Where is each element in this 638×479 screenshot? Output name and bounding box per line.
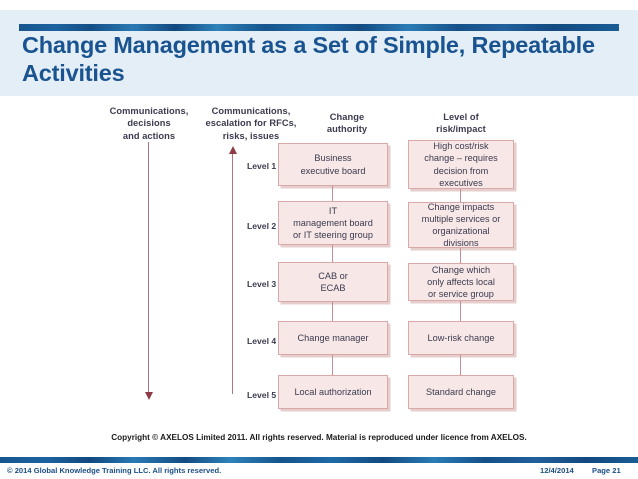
level-label-5: Level 5 (247, 390, 277, 400)
footer-copyright: © 2014 Global Knowledge Training LLC. Al… (7, 466, 222, 475)
level-label-1: Level 1 (247, 161, 277, 171)
connector-risk-4-5 (460, 355, 462, 375)
axelos-copyright-notice: Copyright © AXELOS Limited 2011. All rig… (111, 433, 527, 442)
change-authority-box-3: CAB or ECAB (278, 262, 388, 302)
risk-impact-box-4: Low-risk change (408, 321, 514, 355)
communications-down-arrow-line (148, 142, 150, 394)
escalation-up-arrow-line (232, 154, 234, 394)
change-authority-box-1: Business executive board (278, 143, 388, 186)
connector-authority-4-5 (332, 355, 334, 375)
footer-page-number: Page 21 (592, 466, 621, 475)
change-authority-box-4: Change manager (278, 321, 388, 355)
connector-authority-1-2 (332, 186, 334, 201)
risk-impact-box-3: Change which only affects local or servi… (408, 263, 514, 301)
change-authority-diagram: Communications, decisions and actions Co… (0, 96, 638, 426)
level-label-2: Level 2 (247, 221, 277, 231)
risk-impact-box-5: Standard change (408, 375, 514, 409)
page-title: Change Management as a Set of Simple, Re… (22, 32, 595, 86)
column-header-change-authority: Change authority (326, 112, 368, 135)
connector-risk-1-2 (460, 189, 462, 202)
level-label-3: Level 3 (247, 279, 277, 289)
change-authority-box-2: IT management board or IT steering group (278, 201, 388, 245)
column-header-level-risk-impact: Level of risk/impact (436, 112, 486, 135)
connector-risk-2-3 (460, 248, 462, 263)
communications-down-arrow-head (144, 392, 153, 400)
title-banner: Change Management as a Set of Simple, Re… (0, 10, 638, 96)
connector-authority-3-4 (332, 302, 334, 321)
footer-accent-rule (0, 457, 638, 463)
column-header-communications-escalation: Communications, escalation for RFCs, ris… (205, 106, 297, 141)
column-header-communications-decisions: Communications, decisions and actions (109, 106, 189, 141)
change-authority-box-5: Local authorization (278, 375, 388, 409)
escalation-up-arrow-head (228, 146, 237, 154)
connector-authority-2-3 (332, 245, 334, 262)
risk-impact-box-1: High cost/risk change – requires decisio… (408, 140, 514, 189)
risk-impact-box-2: Change impacts multiple services or orga… (408, 202, 514, 248)
footer-date: 12/4/2014 (540, 466, 574, 475)
connector-risk-3-4 (460, 301, 462, 321)
level-label-4: Level 4 (247, 336, 277, 346)
title-accent-rule (19, 24, 619, 31)
